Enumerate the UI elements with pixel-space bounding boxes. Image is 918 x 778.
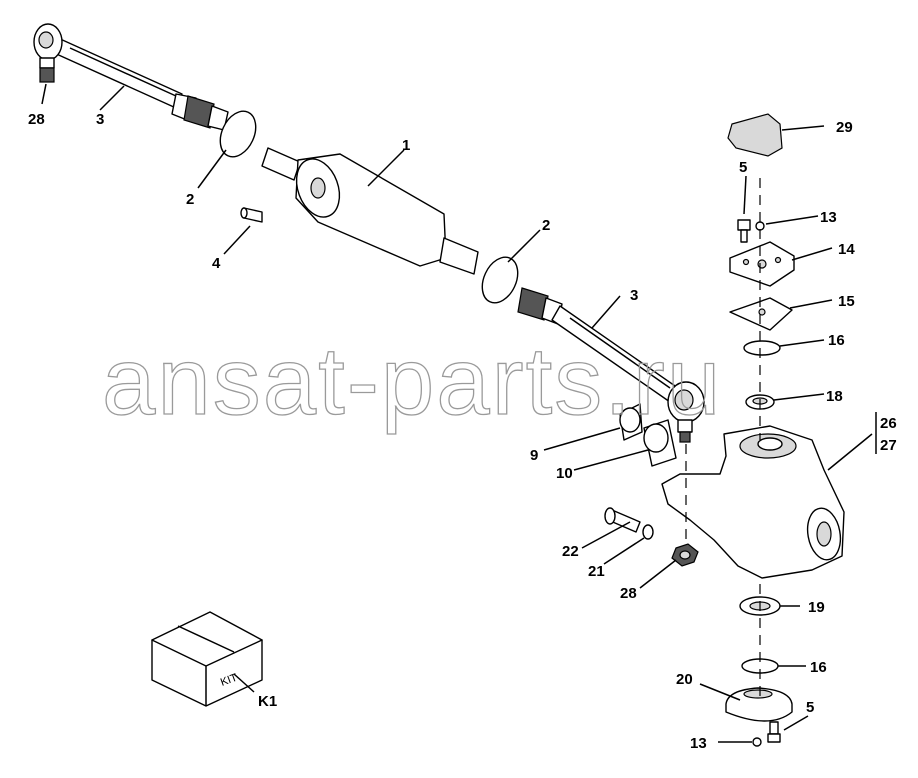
bolt-22: [604, 507, 641, 533]
callout-28-upper: 28: [28, 111, 45, 128]
washer-21: [642, 524, 654, 540]
gasket-15: [729, 297, 793, 331]
callout-2-lower: 2: [542, 217, 550, 234]
bushing-10: [643, 419, 677, 467]
callout-27: 27: [880, 437, 897, 454]
bolt-5-bottom: [767, 721, 781, 743]
o-ring-lower: [481, 256, 519, 304]
o-ring-upper: [219, 110, 257, 158]
callout-22: 22: [562, 543, 579, 560]
bushing-9: [619, 403, 643, 441]
grease-fitting-13-bottom: [752, 737, 762, 747]
callout-19: 19: [808, 599, 825, 616]
grease-fitting: [240, 207, 263, 223]
grease-fitting-13-top: [755, 221, 765, 231]
callout-26: 26: [880, 415, 897, 432]
seal-16-top: [743, 340, 781, 356]
cover-29: [727, 113, 783, 157]
bolt-5-top: [737, 219, 751, 243]
steering-cylinder: [261, 147, 479, 275]
watermark-text: ansat-parts.ru: [102, 328, 722, 435]
callout-10: 10: [556, 465, 573, 482]
callout-5-bottom: 5: [806, 699, 814, 716]
ball-joint-lower: [667, 381, 705, 443]
callout-3-upper: 3: [96, 111, 104, 128]
tie-rod-lower: [517, 287, 679, 403]
leader-lines: [41, 83, 877, 743]
callouts: 1 2 2 3 3 4 5 5 9 10 13 13 14 15 16 16 1…: [28, 111, 897, 752]
bearing-cap-20: [725, 687, 793, 722]
steering-knuckle: [661, 425, 845, 579]
ball-joint-upper: [33, 23, 63, 83]
callout-28-lower: 28: [620, 585, 637, 602]
nut-28: [671, 543, 699, 567]
callout-k1: K1: [258, 693, 277, 710]
callout-29: 29: [836, 119, 853, 136]
callout-13-bottom: 13: [690, 735, 707, 752]
callout-3-lower: 3: [630, 287, 638, 304]
callout-4: 4: [212, 255, 221, 272]
callout-18: 18: [826, 388, 843, 405]
callout-20: 20: [676, 671, 693, 688]
callout-14: 14: [838, 241, 855, 258]
callout-13-top: 13: [820, 209, 837, 226]
callout-16-top: 16: [828, 332, 845, 349]
kit-box-label: KIT: [219, 672, 239, 689]
callout-1: 1: [402, 137, 410, 154]
callout-21: 21: [588, 563, 605, 580]
callout-2-upper: 2: [186, 191, 194, 208]
callout-9: 9: [530, 447, 538, 464]
callout-16-bottom: 16: [810, 659, 827, 676]
callout-5-top: 5: [739, 159, 747, 176]
callout-15: 15: [838, 293, 855, 310]
kit-box: KIT: [151, 611, 263, 707]
bearing-cap-14: [729, 241, 795, 287]
tie-rod-upper: [51, 37, 229, 131]
